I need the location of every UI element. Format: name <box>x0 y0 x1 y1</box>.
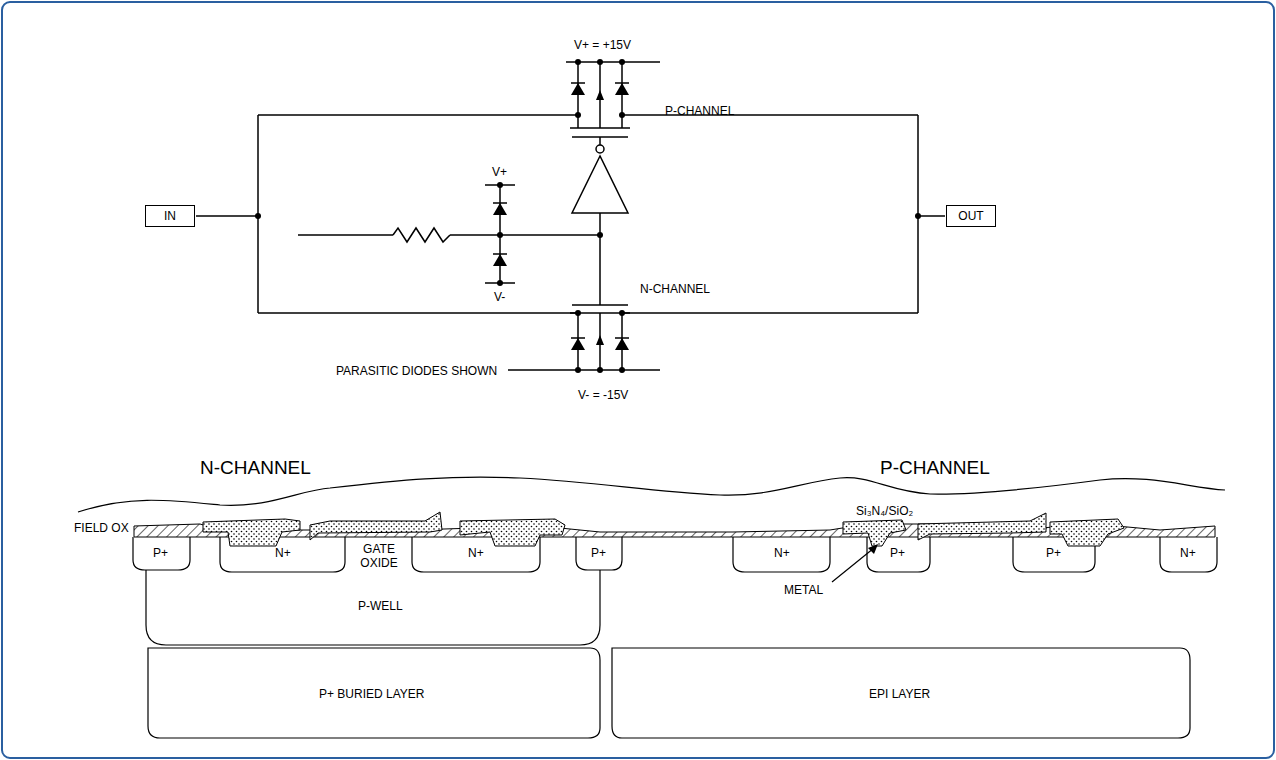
drawing-path <box>576 537 622 570</box>
drawing-circle <box>596 145 604 153</box>
drawing-circle <box>597 59 603 65</box>
drawing-line <box>599 213 601 305</box>
drawing-line <box>298 234 393 236</box>
drawing-path <box>203 519 300 546</box>
drawing-line <box>258 114 578 116</box>
drawing-line <box>450 234 600 236</box>
well-label: P-WELL <box>358 599 403 613</box>
drawing-path <box>310 512 442 540</box>
drawing-path <box>148 648 600 738</box>
diffusion-label: N+ <box>1180 546 1196 560</box>
drawing-line <box>622 312 918 314</box>
drawing-polygon <box>572 156 628 213</box>
drawing-circle <box>497 232 503 238</box>
drawing-use <box>571 83 585 95</box>
drawing-circle <box>575 367 581 373</box>
supply-label: V- = -15V <box>578 388 628 402</box>
supply-label: V+ <box>492 165 507 179</box>
diffusion-label: N+ <box>275 546 291 560</box>
leader-arrowhead <box>868 544 878 554</box>
drawing-line <box>918 215 945 217</box>
drawing-circle <box>619 59 625 65</box>
layer-label: METAL <box>784 583 823 597</box>
diffusion-label: N+ <box>468 546 484 560</box>
drawing-line <box>572 304 628 306</box>
drawing-circle <box>619 367 625 373</box>
terminal-box: OUT <box>946 205 996 227</box>
drawing-path <box>1050 519 1124 546</box>
drawing-circle <box>619 112 625 118</box>
metal-layer <box>203 512 1124 546</box>
drawing-circle <box>575 112 581 118</box>
drawing-polygon <box>596 90 604 100</box>
drawing-line <box>258 312 578 314</box>
layer-label: FIELD OX <box>74 521 129 535</box>
diffusion-label: P+ <box>1046 546 1061 560</box>
drawing-circle <box>575 310 581 316</box>
drawing-line <box>570 127 630 129</box>
drawing-circle <box>915 213 921 219</box>
diffusion-label: P+ <box>591 546 606 560</box>
drawing-line <box>599 137 601 145</box>
diffusion-label: P+ <box>890 546 905 560</box>
drawing-path <box>1160 537 1217 572</box>
drawing-polyline <box>393 228 450 242</box>
layer-label: EPI LAYER <box>869 687 930 701</box>
supply-label: V+ = +15V <box>574 38 631 52</box>
layer-label: Si₃N₄/SiO₂ <box>856 504 913 518</box>
layer-label: P+ BURIED LAYER <box>319 687 424 701</box>
layer-label: GATE OXIDE <box>349 542 409 570</box>
drawing-use <box>493 254 507 266</box>
drawing-path <box>843 520 906 546</box>
drawing-line <box>196 215 258 217</box>
transistor-label: P-CHANNEL <box>665 104 734 118</box>
drawing-circle <box>497 280 503 286</box>
drawing-circle <box>597 232 603 238</box>
drawing-path <box>918 513 1046 540</box>
drawing-polygon <box>596 335 604 345</box>
drawing-use <box>571 338 585 350</box>
terminal-name: OUT <box>958 209 983 223</box>
terminal-name: IN <box>164 209 176 223</box>
drawing-path <box>612 648 1190 738</box>
drawing-circle <box>575 59 581 65</box>
drawing-circle <box>497 182 503 188</box>
drawing-circle <box>255 213 261 219</box>
diffusion-label: P+ <box>153 546 168 560</box>
supply-label: V- <box>494 290 505 304</box>
terminal-box: IN <box>145 205 195 227</box>
drawing-path <box>146 537 600 645</box>
section-title: P-CHANNEL <box>880 457 990 479</box>
diffusion-label: N+ <box>774 546 790 560</box>
passivation-surface <box>78 477 1225 512</box>
diode-symbols <box>493 83 629 350</box>
drawing-use <box>615 338 629 350</box>
schematic-wires <box>196 62 945 370</box>
drawing-use <box>615 83 629 95</box>
note-label: PARASITIC DIODES SHOWN <box>336 364 497 378</box>
drawing-circle <box>619 310 625 316</box>
leader-line <box>832 548 874 582</box>
junction-dots <box>255 59 921 373</box>
drawing-circle <box>597 367 603 373</box>
drawing-path <box>133 537 190 570</box>
section-title: N-CHANNEL <box>200 457 311 479</box>
wells-and-layers <box>133 537 1217 738</box>
drawing-path <box>733 537 830 572</box>
transistor-label: N-CHANNEL <box>640 282 710 296</box>
drawing-use <box>493 203 507 215</box>
drawing-path <box>460 519 565 546</box>
drawing-line <box>508 369 660 371</box>
